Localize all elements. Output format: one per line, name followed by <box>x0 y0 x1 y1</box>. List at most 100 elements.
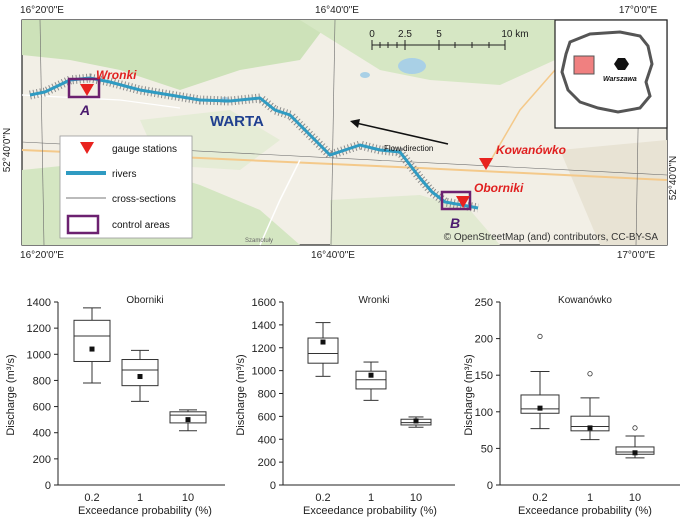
inset-map-poland <box>554 19 668 129</box>
mean-marker <box>413 418 419 424</box>
coord-top-0: 16°20'0"E <box>20 5 64 16</box>
boxplot-wronki: Wronki Discharge (m³/s) Exceedance proba… <box>235 295 455 517</box>
control-area-a-label: A <box>79 102 90 118</box>
outlier-point <box>537 333 543 340</box>
y-tick-label: 600 <box>33 402 51 414</box>
mean-marker <box>89 346 95 352</box>
y-axis-label: Discharge (m³/s) <box>235 354 247 435</box>
mean-marker <box>632 450 638 456</box>
gauge-station-kowanowko-icon <box>479 158 493 170</box>
coord-left: 52°40'0"N <box>2 128 13 173</box>
y-tick-label: 400 <box>258 434 276 446</box>
gauge-station-oborniki-icon <box>456 196 470 208</box>
y-tick-label: 0 <box>487 480 493 492</box>
river-name-label: WARTA <box>210 113 264 130</box>
x-axis-label: Exceedance probability (%) <box>78 505 212 517</box>
scalebar-tick-3: 10 km <box>501 29 528 40</box>
y-tick-label: 100 <box>475 407 493 419</box>
y-tick-label: 800 <box>33 375 51 387</box>
y-tick-label: 1200 <box>252 343 276 355</box>
box <box>570 415 610 432</box>
control-area-b-label: B <box>450 215 460 231</box>
y-axis-label: Discharge (m³/s) <box>5 354 17 435</box>
control-area-b <box>440 190 472 211</box>
chart-title: Wronki <box>359 295 390 306</box>
study-area-map: 16°20'0"E 16°40'0"E 17°0'0"E 16°20'0"E 1… <box>2 5 679 261</box>
y-axis-label: Discharge (m³/s) <box>463 354 475 435</box>
y-tick-label: 600 <box>258 411 276 423</box>
river-warta <box>29 73 479 213</box>
legend-label-control-areas: control areas <box>112 220 170 231</box>
y-tick-label: 800 <box>258 389 276 401</box>
flow-direction-arrow <box>350 119 449 145</box>
boxplot-kowanowko: Kowanówko Discharge (m³/s) Exceedance pr… <box>463 295 680 517</box>
coord-bottom-2: 17°0'0"E <box>617 250 656 261</box>
mean-marker <box>368 372 374 378</box>
chart-title: Kowanówko <box>558 295 612 306</box>
y-tick-label: 0 <box>45 480 51 492</box>
y-tick-label: 1400 <box>252 320 276 332</box>
outlier-point <box>587 371 593 377</box>
control-area-a <box>67 77 101 99</box>
town-label: Szamotuły <box>245 238 273 244</box>
legend-label-gauge-stations: gauge stations <box>112 144 177 155</box>
y-tick-label: 400 <box>33 428 51 440</box>
gauge-station-wronki-icon <box>80 84 94 96</box>
x-axis-label: Exceedance probability (%) <box>303 505 437 517</box>
y-tick-label: 50 <box>481 443 493 455</box>
plot-area: 0 200 400 600 800 1000 1200 1400 1600 0.2 1 10 <box>252 297 455 504</box>
y-tick-label: 0 <box>270 480 276 492</box>
station-label-oborniki: Oborniki <box>474 181 524 195</box>
purple-square-icon <box>66 214 100 235</box>
x-tick-label: 0.2 <box>315 492 330 504</box>
y-tick-label: 200 <box>33 454 51 466</box>
red-triangle-icon <box>80 142 94 154</box>
x-axis-label: Exceedance probability (%) <box>518 505 652 517</box>
flow-direction-label: Flow direction <box>384 144 433 153</box>
map-background <box>21 20 668 246</box>
outlier-point <box>632 425 638 431</box>
x-tick-label: 10 <box>182 492 194 504</box>
scalebar-tick-1: 2.5 <box>398 29 412 40</box>
x-tick-label: 1 <box>368 492 374 504</box>
coord-top-2: 17°0'0"E <box>619 5 658 16</box>
plot-area: 0 50 100 150 200 250 0.2 1 10 <box>475 297 680 504</box>
y-tick-label: 200 <box>475 334 493 346</box>
scalebar <box>371 40 506 50</box>
coord-top-1: 16°40'0"E <box>315 5 359 16</box>
mean-marker <box>185 417 191 423</box>
box <box>121 359 159 387</box>
y-tick-label: 250 <box>475 297 493 309</box>
chart-title: Oborniki <box>126 295 163 306</box>
y-tick-label: 1400 <box>27 297 51 309</box>
station-label-kowanowko: Kowanówko <box>496 143 566 157</box>
x-tick-label: 0.2 <box>84 492 99 504</box>
legend-label-rivers: rivers <box>112 169 136 180</box>
coord-right: 52°40'0"N <box>668 156 679 201</box>
mean-marker <box>537 405 543 411</box>
mean-marker <box>320 339 326 345</box>
coord-bottom-1: 16°40'0"E <box>311 250 355 261</box>
x-tick-label: 1 <box>137 492 143 504</box>
boxplot-oborniki: Oborniki Discharge (m³/s) Exceedance pro… <box>5 295 225 517</box>
y-tick-label: 150 <box>475 370 493 382</box>
y-tick-label: 200 <box>258 457 276 469</box>
map-attribution: © OpenStreetMap (and) contributors, CC-B… <box>444 232 659 243</box>
x-tick-label: 1 <box>587 492 593 504</box>
station-label-wronki: Wronki <box>96 68 137 82</box>
x-tick-label: 10 <box>629 492 641 504</box>
mean-marker <box>137 374 143 380</box>
map-legend <box>59 135 193 239</box>
y-tick-label: 1000 <box>252 366 276 378</box>
mean-marker <box>587 425 593 431</box>
y-tick-label: 1600 <box>252 297 276 309</box>
legend-label-cross-sections: cross-sections <box>112 194 176 205</box>
y-tick-label: 1000 <box>27 349 51 361</box>
scalebar-tick-2: 5 <box>436 29 442 40</box>
x-tick-label: 0.2 <box>532 492 547 504</box>
x-tick-label: 10 <box>410 492 422 504</box>
coord-bottom-0: 16°20'0"E <box>20 250 64 261</box>
scalebar-tick-0: 0 <box>369 29 375 40</box>
box <box>73 319 111 362</box>
